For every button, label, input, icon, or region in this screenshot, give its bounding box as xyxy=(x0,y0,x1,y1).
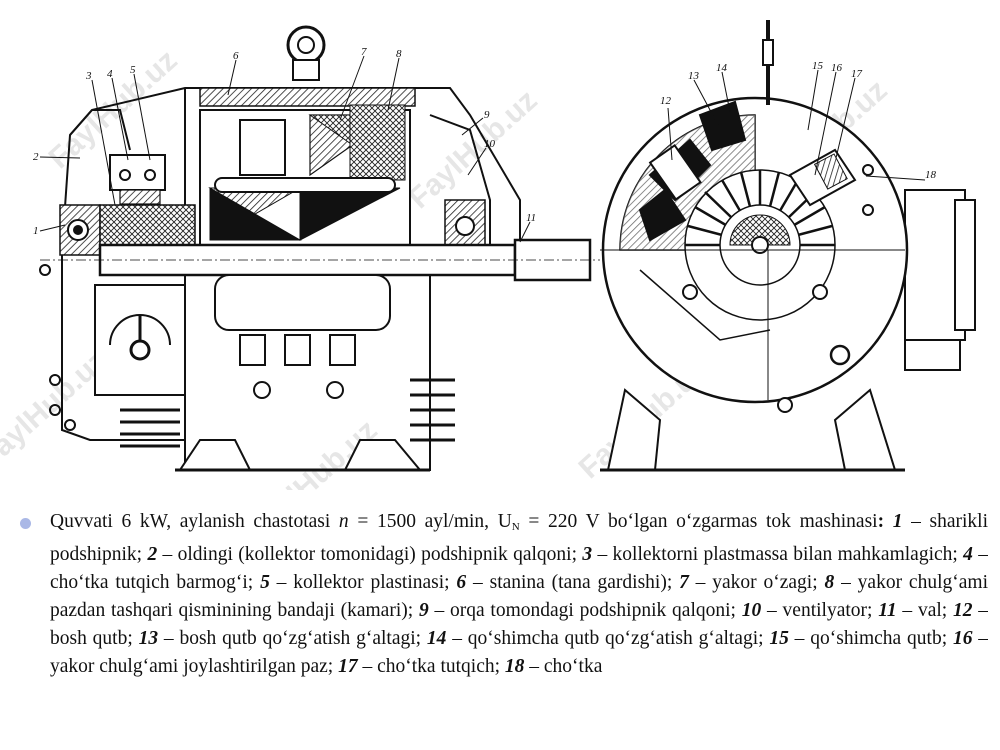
item-text: – kollektor plastinasi; xyxy=(269,572,457,593)
item-number: 7 xyxy=(679,572,689,593)
caption-intro-b: = 1500 ayl/min, U xyxy=(348,511,512,532)
callout-10: 10 xyxy=(484,138,496,150)
item-text: – oldingi (kollektor tomonidagi) podship… xyxy=(157,544,583,565)
item-text: – yakor o‘zagi; xyxy=(688,572,825,593)
item-text: – yakor chulg‘ami pazdan tashqari qismin… xyxy=(50,572,988,621)
item-number: 1 xyxy=(892,511,903,532)
item-number: 17 xyxy=(338,656,358,677)
bullet-icon xyxy=(20,518,31,529)
item-number: 10 xyxy=(741,600,762,621)
caption-intro-a: Quvvati 6 kW, aylanish chastotasi xyxy=(50,511,339,532)
item-number: 9 xyxy=(418,600,429,621)
item-text: – kollektorni plastmassa bilan mahkamlag… xyxy=(592,544,964,565)
item-number: 4 xyxy=(963,544,973,565)
callout-labels: 1 2 3 4 5 6 7 8 9 10 11 12 13 14 15 16 1… xyxy=(33,46,937,237)
item-number: 15 xyxy=(769,628,789,649)
item-text: – bosh qutb; xyxy=(50,600,988,649)
callout-18: 18 xyxy=(925,169,937,181)
callout-5: 5 xyxy=(130,64,136,76)
item-number: 13 xyxy=(138,628,159,649)
callout-8: 8 xyxy=(396,48,402,60)
item-text: – stanina (tana gardishi); xyxy=(466,572,680,593)
callout-17: 17 xyxy=(851,68,863,80)
item-text: – cho‘tka tutqich; xyxy=(357,656,505,677)
item-text: – cho‘tka tutqich barmog‘i; xyxy=(50,544,988,593)
item-text: – qo‘shimcha qutb; xyxy=(788,628,953,649)
speed-symbol: n xyxy=(338,511,349,532)
callout-12: 12 xyxy=(660,95,672,107)
callout-7: 7 xyxy=(361,46,367,58)
item-number: 5 xyxy=(260,572,270,593)
item-number: 16 xyxy=(952,628,973,649)
item-text: – yakor chulg‘ami joylashtirilgan paz; xyxy=(50,628,988,677)
callout-13: 13 xyxy=(688,70,700,82)
item-text: – val; xyxy=(896,600,953,621)
item-text: – sharikli podshipnik; xyxy=(50,511,988,565)
item-number: 8 xyxy=(824,572,835,593)
callout-15: 15 xyxy=(812,60,824,72)
item-number: 14 xyxy=(426,628,447,649)
watermark: FaylHub.uz xyxy=(403,84,544,216)
longitudinal-section xyxy=(39,25,600,472)
item-number: 11 xyxy=(878,600,897,621)
item-text: – bosh qutb qo‘zg‘atish g‘altagi; xyxy=(158,628,427,649)
cross-section xyxy=(600,20,976,472)
item-number: 2 xyxy=(147,544,158,565)
callout-1: 1 xyxy=(33,225,39,237)
caption-colon: : xyxy=(877,511,885,532)
callout-6: 6 xyxy=(233,50,239,62)
voltage-subscript: N xyxy=(511,521,520,533)
item-text: – ventilyator; xyxy=(761,600,879,621)
caption-paragraph: Quvvati 6 kW, aylanish chastotasi n = 15… xyxy=(50,508,988,681)
caption-intro-c: = 220 V bo‘lgan o‘zgarmas tok mashinasi xyxy=(519,511,878,532)
callout-3: 3 xyxy=(85,70,92,82)
item-number: 18 xyxy=(504,656,525,677)
item-text: – qo‘shimcha qutb qo‘zg‘atish g‘altagi; xyxy=(446,628,770,649)
callout-2: 2 xyxy=(33,151,39,163)
item-number: 6 xyxy=(456,572,467,593)
callout-14: 14 xyxy=(716,62,728,74)
item-text: – cho‘tka xyxy=(524,656,603,677)
callout-4: 4 xyxy=(107,68,113,80)
machine-drawing: FaylHub.uz FaylHub.uz FaylHub.uz FaylHub… xyxy=(0,20,976,490)
callout-9: 9 xyxy=(484,109,490,121)
figure-caption: Quvvati 6 kW, aylanish chastotasi n = 15… xyxy=(20,508,988,748)
callout-16: 16 xyxy=(831,62,843,74)
item-number: 3 xyxy=(582,544,593,565)
item-text: – orqa tomondagi podshipnik qalqoni; xyxy=(428,600,742,621)
item-number: 12 xyxy=(952,600,973,621)
callout-11: 11 xyxy=(526,212,536,224)
